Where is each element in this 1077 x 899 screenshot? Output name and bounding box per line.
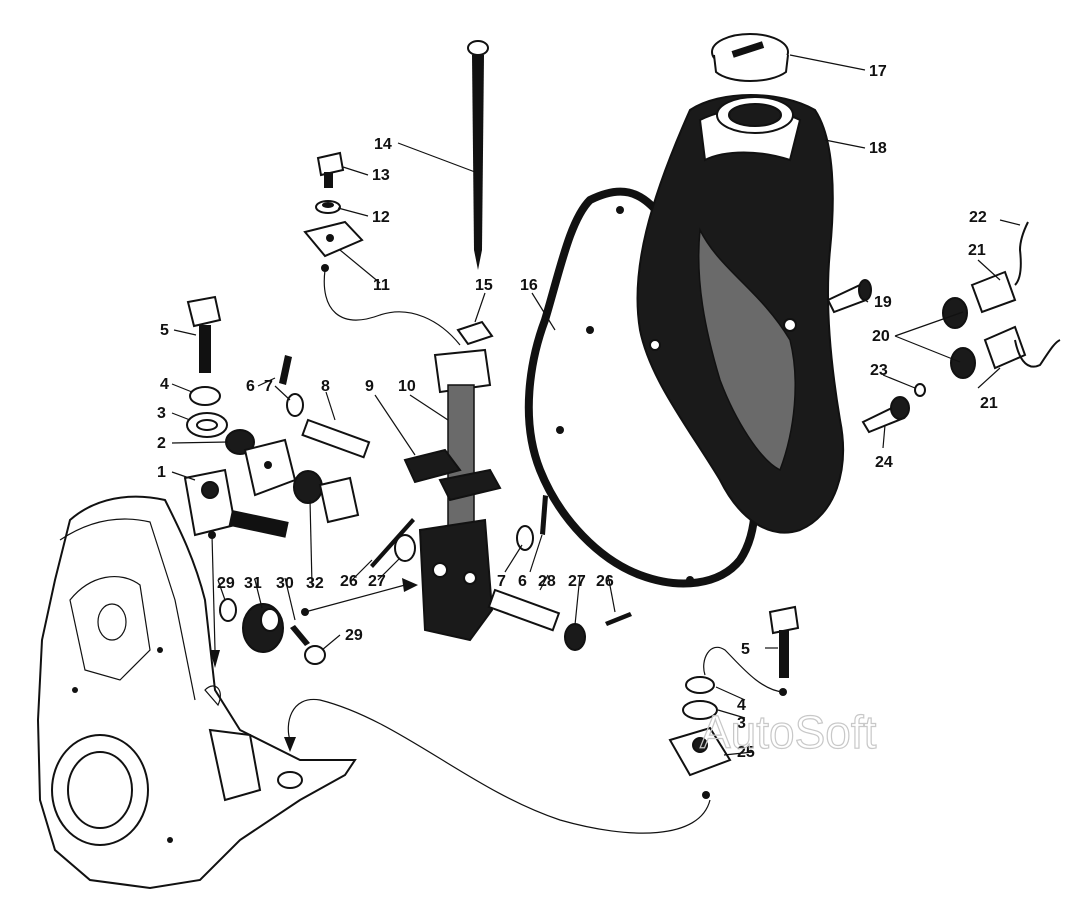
plate-right <box>318 476 360 524</box>
callout-21b: 21 <box>980 395 998 412</box>
ring-27b <box>564 623 586 651</box>
callout-10: 10 <box>398 378 416 395</box>
callout-leaders <box>171 54 1021 756</box>
washer-23 <box>914 383 926 397</box>
callout-4: 4 <box>160 376 169 393</box>
callout-18: 18 <box>869 140 887 157</box>
washer-12 <box>315 200 341 214</box>
pin-28 <box>487 588 561 632</box>
callout-28: 28 <box>538 573 556 590</box>
callout-3b: 3 <box>737 715 746 732</box>
callout-17: 17 <box>869 63 887 80</box>
pin-8 <box>301 418 371 459</box>
pin-6 <box>279 355 292 385</box>
bolt-13 <box>316 151 345 188</box>
fitting-21b <box>983 325 1061 370</box>
callout-29a: 29 <box>217 575 235 592</box>
block-25 <box>668 726 732 777</box>
plug-17 <box>711 33 789 82</box>
callout-24: 24 <box>875 454 893 471</box>
callout-19: 19 <box>874 294 892 311</box>
callout-9: 9 <box>365 378 374 395</box>
callout-16: 16 <box>520 277 538 294</box>
pin-26b <box>605 612 632 626</box>
callout-31: 31 <box>244 575 262 592</box>
callout-20: 20 <box>872 328 890 345</box>
washer-4 <box>189 386 221 406</box>
callout-1: 1 <box>157 464 166 481</box>
callout-7b: 7 <box>497 573 506 590</box>
cover-18 <box>636 94 844 534</box>
callout-2: 2 <box>157 435 166 452</box>
pin-6b <box>540 495 548 535</box>
callout-15: 15 <box>475 277 493 294</box>
shift-rail-10 <box>403 348 502 642</box>
pin-30 <box>290 625 310 646</box>
bolt-5b <box>768 605 800 678</box>
callout-30: 30 <box>276 575 294 592</box>
bolt-24 <box>861 396 910 434</box>
callout-5: 5 <box>160 322 169 339</box>
clip-15 <box>456 320 494 346</box>
callout-11: 11 <box>373 277 390 294</box>
callout-23: 23 <box>870 362 888 379</box>
callout-12: 12 <box>372 209 390 226</box>
callout-3: 3 <box>157 405 166 422</box>
callout-25: 25 <box>737 744 755 761</box>
watermark: AutoSoft <box>700 706 877 758</box>
connector-lines <box>208 264 787 834</box>
callout-7: 7 <box>264 378 273 395</box>
callout-26b: 26 <box>596 573 614 590</box>
bolt-5 <box>186 295 222 373</box>
rod-14 <box>467 40 489 270</box>
fitting-21a <box>970 221 1029 314</box>
roller-32 <box>293 470 323 504</box>
washer-7 <box>286 393 304 417</box>
callout-6: 6 <box>246 378 255 395</box>
bolt-19 <box>826 279 872 314</box>
callout-27a: 27 <box>368 573 386 590</box>
ring-27a <box>394 534 416 562</box>
plate-left <box>243 438 297 497</box>
block-1 <box>183 468 289 538</box>
washer-7b <box>516 525 534 551</box>
callout-14: 14 <box>374 136 392 153</box>
washer-4b <box>685 676 715 694</box>
washer-3b <box>682 700 718 720</box>
callout-13: 13 <box>372 167 390 184</box>
callout-26a: 26 <box>340 573 358 590</box>
callout-4b: 4 <box>737 697 746 714</box>
washer-3 <box>186 412 228 438</box>
callout-21a: 21 <box>968 242 986 259</box>
callout-32: 32 <box>306 575 324 592</box>
callout-22: 22 <box>969 209 987 226</box>
callout-27b: 27 <box>568 573 586 590</box>
callout-6b: 6 <box>518 573 527 590</box>
callout-labels: 1 2 3 4 5 6 7 8 9 10 11 12 13 14 15 16 1… <box>157 63 998 761</box>
washer-20b <box>950 347 976 379</box>
gearbox-housing <box>36 495 357 890</box>
ring-29a <box>219 598 237 622</box>
washer-20a <box>942 297 968 329</box>
roller-31 <box>242 603 284 653</box>
ring-29b <box>304 645 326 665</box>
callout-8: 8 <box>321 378 330 395</box>
plate-11 <box>303 220 364 258</box>
pin-26a <box>370 518 415 568</box>
callout-29b: 29 <box>345 627 363 644</box>
callout-5b: 5 <box>741 641 750 658</box>
